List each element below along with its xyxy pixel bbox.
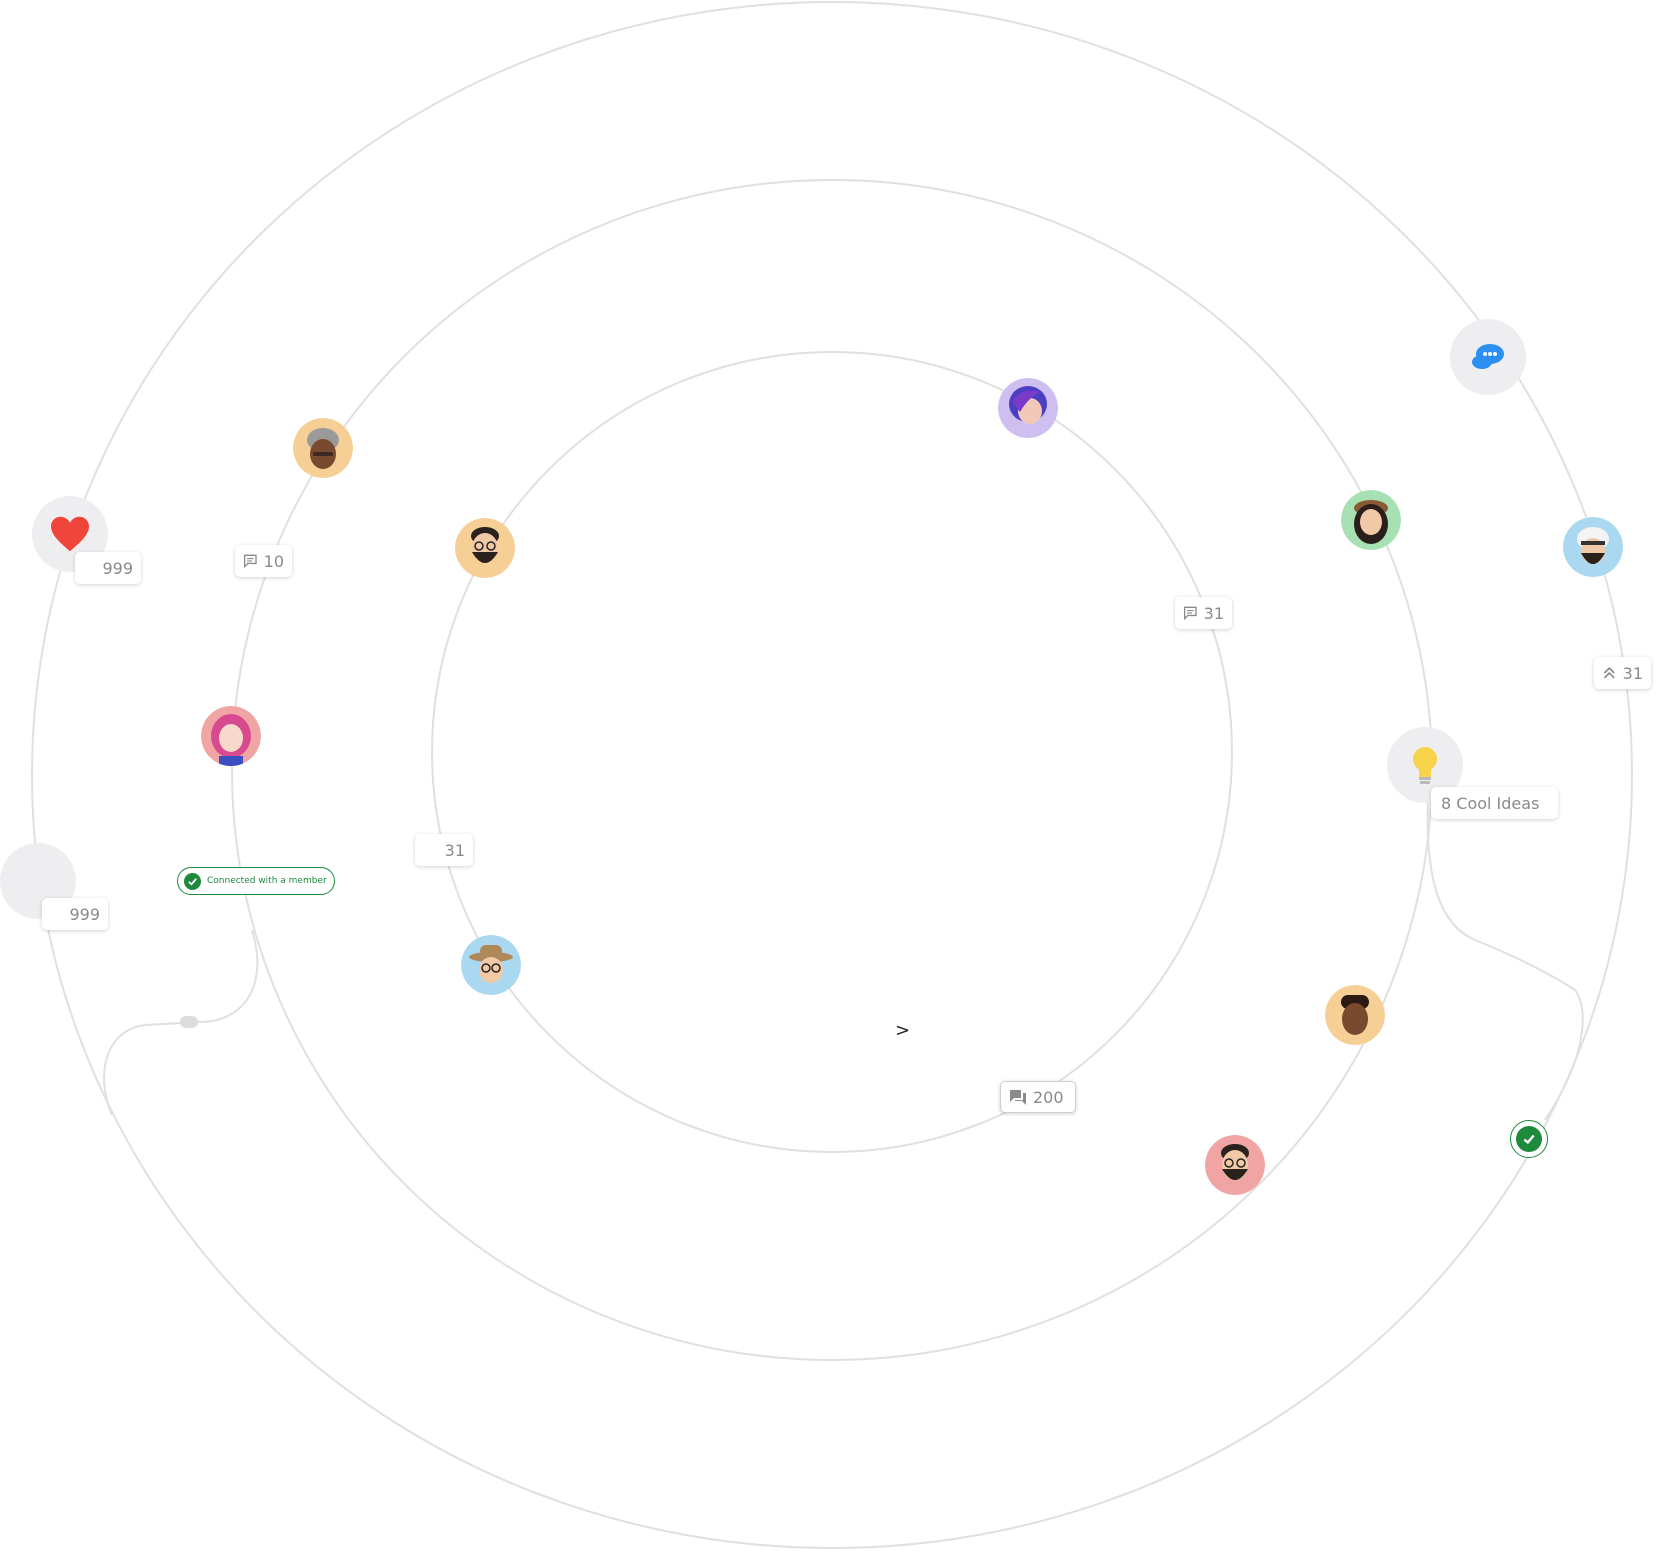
lightbulb-icon [1413, 747, 1437, 784]
comment-icon [243, 554, 257, 569]
chevron-right-icon: > [895, 1020, 911, 1041]
avatar-bearded-glasses[interactable] [455, 518, 515, 578]
chat-bubble[interactable] [1450, 319, 1526, 395]
avatar-bearded-glasses-red[interactable] [1205, 1135, 1265, 1195]
comments-count-left: 10 [263, 551, 284, 571]
avatar-pink-hair[interactable] [201, 706, 261, 766]
connector-line-left [103, 929, 259, 1116]
ideas-chip[interactable]: 8 Cool Ideas [1431, 787, 1558, 819]
avatar-headwrap-beard[interactable] [1563, 517, 1623, 577]
chat-count-chip[interactable]: 200 [1000, 1081, 1076, 1113]
comments-chip-right[interactable]: 31 [1175, 597, 1232, 629]
plain-count-chip: 31 [415, 834, 473, 866]
check-circle-icon [1516, 1126, 1542, 1152]
check-icon [184, 872, 201, 890]
heart-icon [51, 516, 89, 552]
chat-bubble-icon [1472, 344, 1504, 369]
double-chevron-up-icon [1603, 666, 1615, 679]
upvote-count: 31 [1622, 663, 1643, 683]
heart-count-chip: 999 [75, 552, 141, 584]
avatar-beret[interactable] [1341, 490, 1401, 550]
comments-count-right: 31 [1203, 603, 1224, 623]
avatar-dark-skin[interactable] [1325, 985, 1385, 1045]
gray-bubble-count: 999 [69, 904, 100, 924]
inner-ring [431, 351, 1233, 1153]
avatar-gray-hair[interactable] [293, 418, 353, 478]
upvote-chip[interactable]: 31 [1594, 657, 1651, 689]
chat-count: 200 [1033, 1087, 1064, 1107]
ideas-label: 8 Cool Ideas [1441, 793, 1540, 813]
connector-line-right [1426, 799, 1584, 1121]
comment-icon [1183, 606, 1197, 621]
verified-check[interactable] [1510, 1120, 1548, 1158]
connected-label: Connected with a member [207, 876, 327, 886]
gray-bubble-count-chip: 999 [42, 898, 108, 930]
plain-count: 31 [444, 840, 465, 860]
plug-connector [180, 1016, 198, 1028]
avatar-hat-glasses[interactable] [461, 935, 521, 995]
connected-badge: Connected with a member [177, 867, 335, 895]
heart-count: 999 [102, 558, 133, 578]
avatar-blue-purple-hair[interactable] [998, 378, 1058, 438]
comments-chip-left[interactable]: 10 [235, 545, 292, 577]
chat-icon [1010, 1090, 1026, 1105]
outer-ring [31, 1, 1633, 1549]
